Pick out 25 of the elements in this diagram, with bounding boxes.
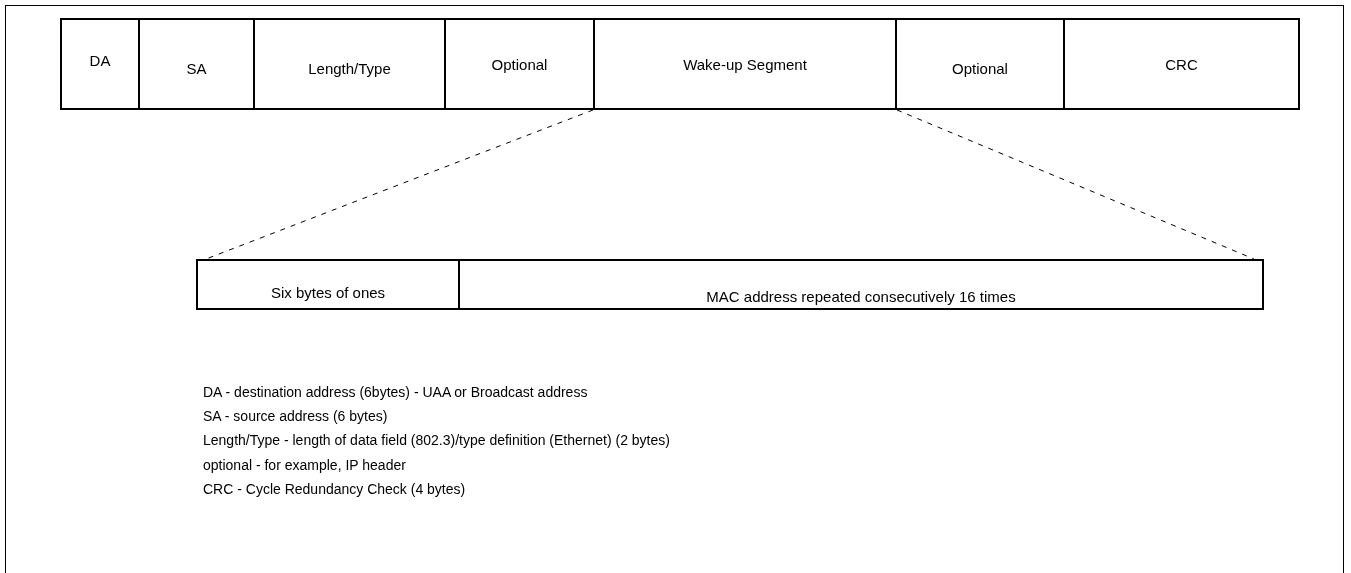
expansion-line	[205, 109, 594, 260]
sub-field-cell	[196, 259, 460, 310]
field-label: CRC	[1165, 55, 1198, 73]
field-label: Wake-up Segment	[683, 55, 807, 73]
sub-field-cell	[458, 259, 1264, 310]
frame-field-cell	[895, 18, 1065, 110]
field-label: Length/Type	[308, 59, 391, 77]
definition-note: Length/Type - length of data field (802.3)/type definition (Ethernet) (2 bytes)	[203, 432, 670, 449]
field-label: Six bytes of ones	[270, 284, 386, 301]
field-label: Optional	[491, 55, 548, 73]
frame-field-cell	[1063, 18, 1300, 110]
frame-field-cell	[138, 18, 255, 110]
field-label: MAC address repeated consecutively 16 times	[706, 288, 1016, 305]
expansion-line	[896, 109, 1255, 260]
field-label: SA	[186, 59, 207, 77]
frame-field-cell	[253, 18, 446, 110]
field-label: Optional	[952, 59, 1008, 77]
frame-field-cell	[593, 18, 897, 110]
definition-note: SA - source address (6 bytes)	[203, 408, 388, 425]
frame-field-cell	[444, 18, 595, 110]
definition-note: DA - destination address (6bytes) - UAA or Broadcast address	[203, 384, 588, 400]
frame-field-cell	[60, 18, 140, 110]
definition-note: optional - for example, IP header	[203, 456, 406, 473]
definition-note: CRC - Cycle Redundancy Check (4 bytes)	[203, 480, 466, 497]
field-label: DA	[89, 51, 111, 69]
